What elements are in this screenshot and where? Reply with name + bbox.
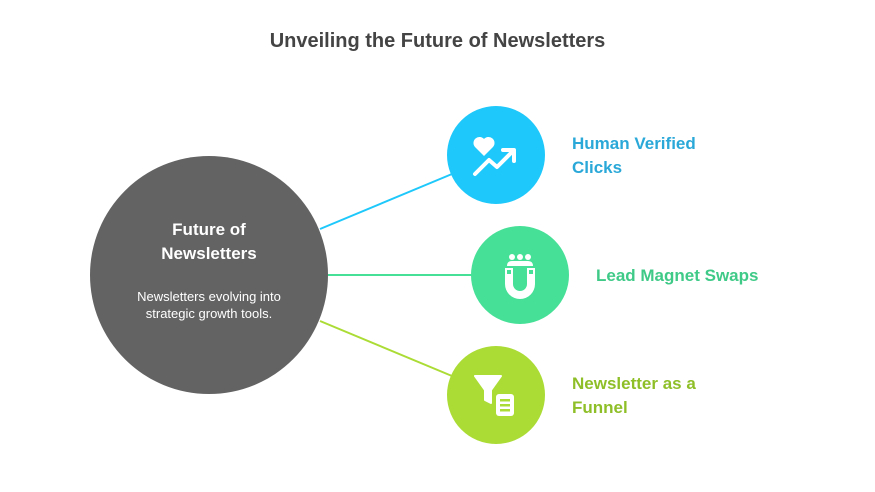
node-lead-magnet-swaps <box>471 226 569 324</box>
node-human-verified-clicks <box>447 106 545 204</box>
people-magnet-icon <box>505 254 535 299</box>
label-lead-magnet-swaps: Lead Magnet Swaps <box>596 266 759 285</box>
connector-3 <box>319 320 453 377</box>
connector-1 <box>319 173 453 230</box>
node-newsletter-funnel <box>447 346 545 444</box>
heart-trend-up-icon <box>473 136 516 176</box>
page-title: Unveiling the Future of Newsletters <box>269 30 606 52</box>
funnel-document-icon <box>474 375 514 416</box>
center-description: Newsletters evolving into strategic grow… <box>137 289 281 321</box>
